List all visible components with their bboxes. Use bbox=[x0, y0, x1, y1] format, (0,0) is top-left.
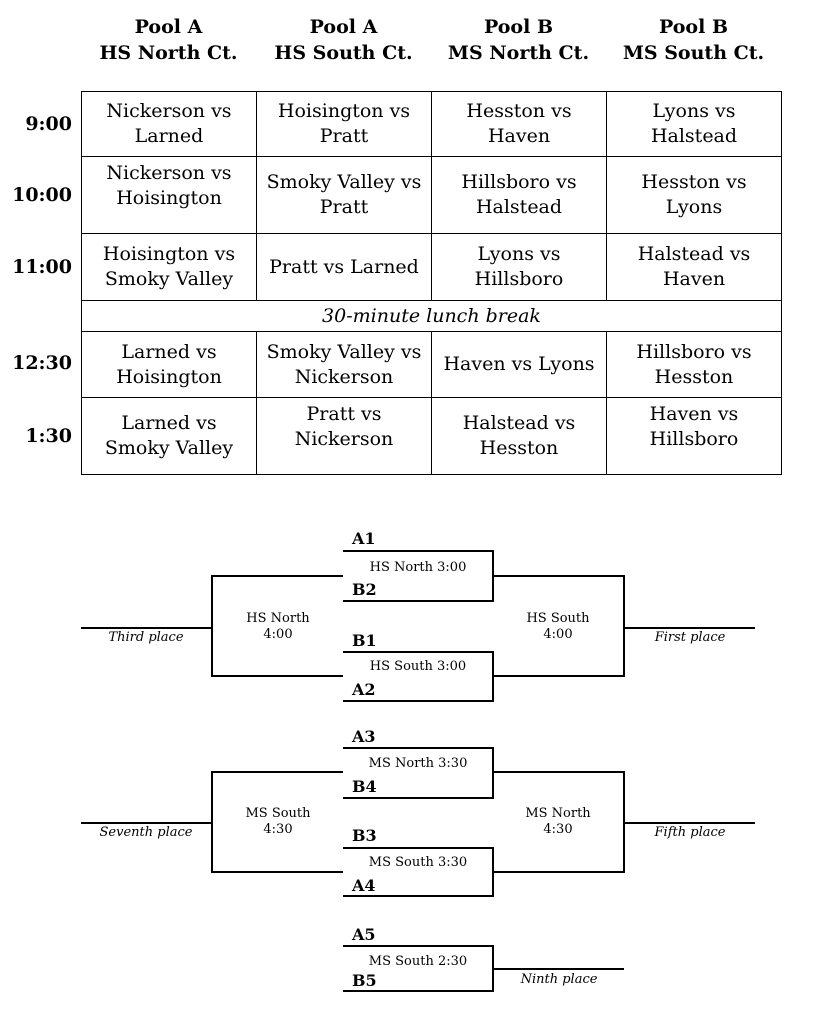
game-label: HS North 3:00 bbox=[369, 560, 467, 575]
place-label: First place bbox=[654, 630, 726, 645]
seed-label: A5 bbox=[352, 925, 376, 944]
seed-label: A4 bbox=[352, 876, 376, 895]
column-header: Pool B MS South Ct. bbox=[606, 14, 781, 66]
seed-label: A2 bbox=[352, 680, 376, 699]
time-label: 11:00 bbox=[12, 256, 72, 278]
seed-label: B3 bbox=[352, 826, 377, 845]
game-label: MS South 2:30 bbox=[368, 954, 468, 969]
game-label: HS South 4:00 bbox=[526, 611, 590, 642]
game-label: HS North 4:00 bbox=[246, 611, 310, 642]
seed-label: A3 bbox=[352, 727, 376, 746]
game-label: HS South 3:00 bbox=[369, 659, 467, 674]
pool-label: Pool A bbox=[309, 16, 378, 38]
column-header: Pool B MS North Ct. bbox=[431, 14, 606, 66]
lunch-row: 30-minute lunch break bbox=[81, 300, 782, 332]
court-label: HS North Ct. bbox=[99, 42, 238, 64]
court-label: MS South Ct. bbox=[622, 42, 765, 64]
court-label: HS South Ct. bbox=[274, 42, 413, 64]
seed-label: A1 bbox=[352, 529, 376, 548]
time-label: 10:00 bbox=[12, 184, 72, 206]
game-label: MS North 4:30 bbox=[525, 806, 591, 837]
pool-label: Pool B bbox=[658, 16, 728, 38]
column-header: Pool A HS North Ct. bbox=[81, 14, 256, 66]
game-label: MS South 4:30 bbox=[245, 806, 311, 837]
game-label: MS South 3:30 bbox=[368, 855, 468, 870]
column-header: Pool A HS South Ct. bbox=[256, 14, 431, 66]
lunch-break: 30-minute lunch break bbox=[81, 300, 782, 332]
place-label: Fifth place bbox=[654, 825, 726, 840]
seed-label: B4 bbox=[352, 777, 377, 796]
time-label: 1:30 bbox=[25, 425, 72, 447]
pool-label: Pool B bbox=[483, 16, 553, 38]
time-label: 12:30 bbox=[12, 352, 72, 374]
bracket-line bbox=[211, 575, 343, 677]
game-label: MS North 3:30 bbox=[368, 756, 468, 771]
place-label: Seventh place bbox=[99, 825, 193, 840]
pool-label: Pool A bbox=[134, 16, 203, 38]
seed-label: B5 bbox=[352, 971, 377, 990]
place-label: Third place bbox=[108, 630, 184, 645]
place-label: Ninth place bbox=[520, 972, 598, 987]
bracket-line bbox=[493, 575, 625, 677]
seed-label: B2 bbox=[352, 580, 377, 599]
court-label: MS North Ct. bbox=[447, 42, 590, 64]
time-label: 9:00 bbox=[25, 113, 72, 135]
seed-label: B1 bbox=[352, 631, 377, 650]
game-cell: Pratt vs Larned bbox=[256, 233, 432, 301]
